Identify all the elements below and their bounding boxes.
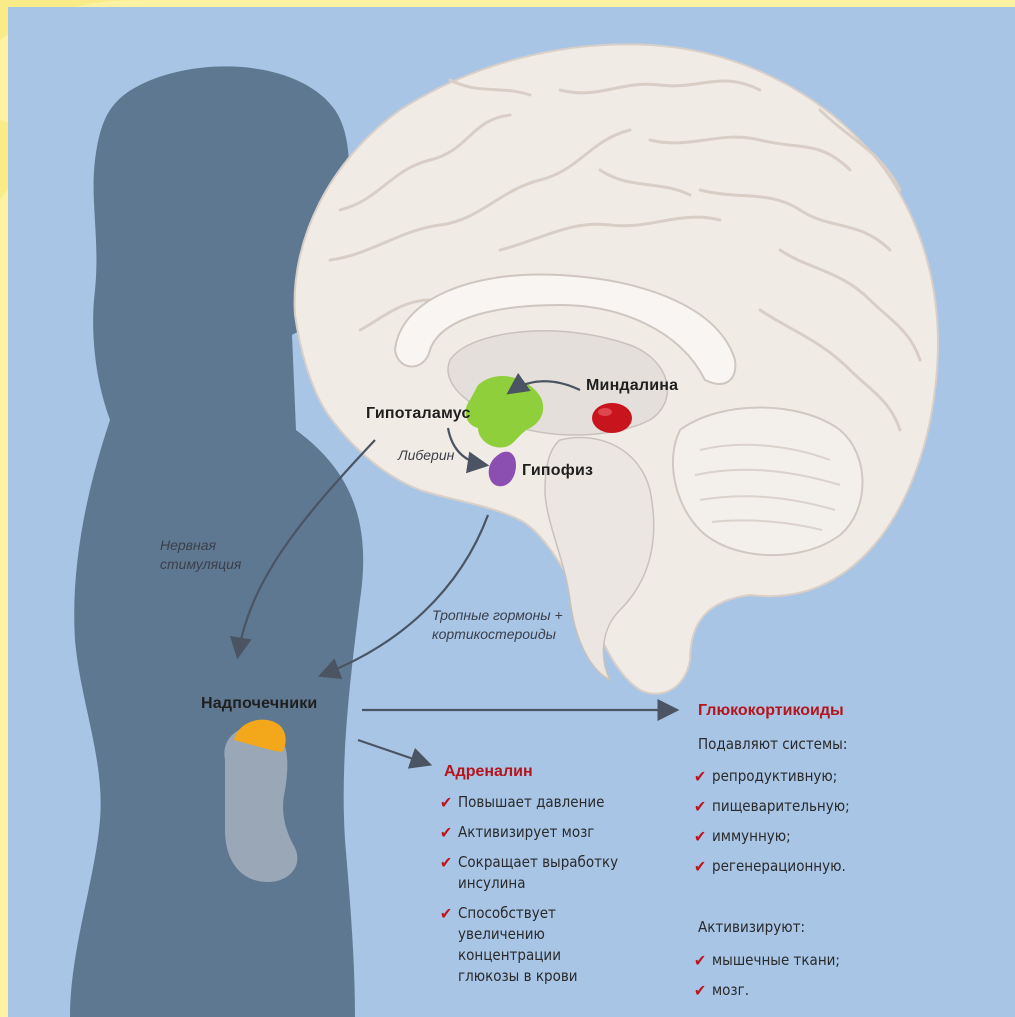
adrenaline-item: ✔Сокращает выработку инсулина — [440, 852, 658, 894]
activate-item: ✔мышечные ткани; — [694, 950, 924, 971]
checkmark-icon: ✔ — [694, 826, 706, 847]
label-nerve-stimulation: Нервная стимуляция — [160, 536, 270, 574]
label-adrenal-glands: Надпочечники — [201, 695, 317, 713]
adrenaline-list: ✔Повышает давление ✔Активизирует мозг ✔С… — [440, 792, 670, 987]
checkmark-icon: ✔ — [440, 903, 452, 924]
checkmark-icon: ✔ — [694, 766, 706, 787]
suppress-list: ✔репродуктивную; ✔пищеварительную; ✔имму… — [694, 766, 924, 877]
adrenaline-item: ✔Способствует увеличению концентрации гл… — [440, 903, 608, 987]
activate-heading: Активизируют: — [698, 918, 805, 936]
suppress-item: ✔иммунную; — [694, 826, 924, 847]
checkmark-icon: ✔ — [440, 792, 452, 813]
checkmark-icon: ✔ — [440, 852, 452, 873]
checkmark-icon: ✔ — [694, 856, 706, 877]
glucocorticoids-title: Глюкокортикоиды — [698, 702, 844, 720]
label-liberin: Либерин — [398, 446, 454, 465]
activate-list: ✔мышечные ткани; ✔мозг. — [694, 950, 924, 1001]
suppress-item: ✔регенерационную. — [694, 856, 924, 877]
suppress-heading: Подавляют системы: — [698, 735, 847, 753]
checkmark-icon: ✔ — [694, 980, 706, 1001]
label-tropic-hormones: Тропные гормоны + кортикостероиды — [432, 606, 602, 644]
label-hypothalamus: Гипоталамус — [366, 405, 471, 423]
adrenaline-item: ✔Активизирует мозг — [440, 822, 670, 843]
checkmark-icon: ✔ — [694, 796, 706, 817]
adrenaline-item: ✔Повышает давление — [440, 792, 670, 813]
label-amygdala: Миндалина — [586, 377, 678, 395]
amygdala-region — [592, 403, 632, 433]
suppress-item: ✔пищеварительную; — [694, 796, 924, 817]
checkmark-icon: ✔ — [694, 950, 706, 971]
amygdala-highlight — [598, 408, 612, 416]
label-pituitary: Гипофиз — [522, 462, 593, 480]
suppress-item: ✔репродуктивную; — [694, 766, 924, 787]
adrenaline-title: Адреналин — [444, 763, 533, 781]
checkmark-icon: ✔ — [440, 822, 452, 843]
activate-item: ✔мозг. — [694, 980, 924, 1001]
